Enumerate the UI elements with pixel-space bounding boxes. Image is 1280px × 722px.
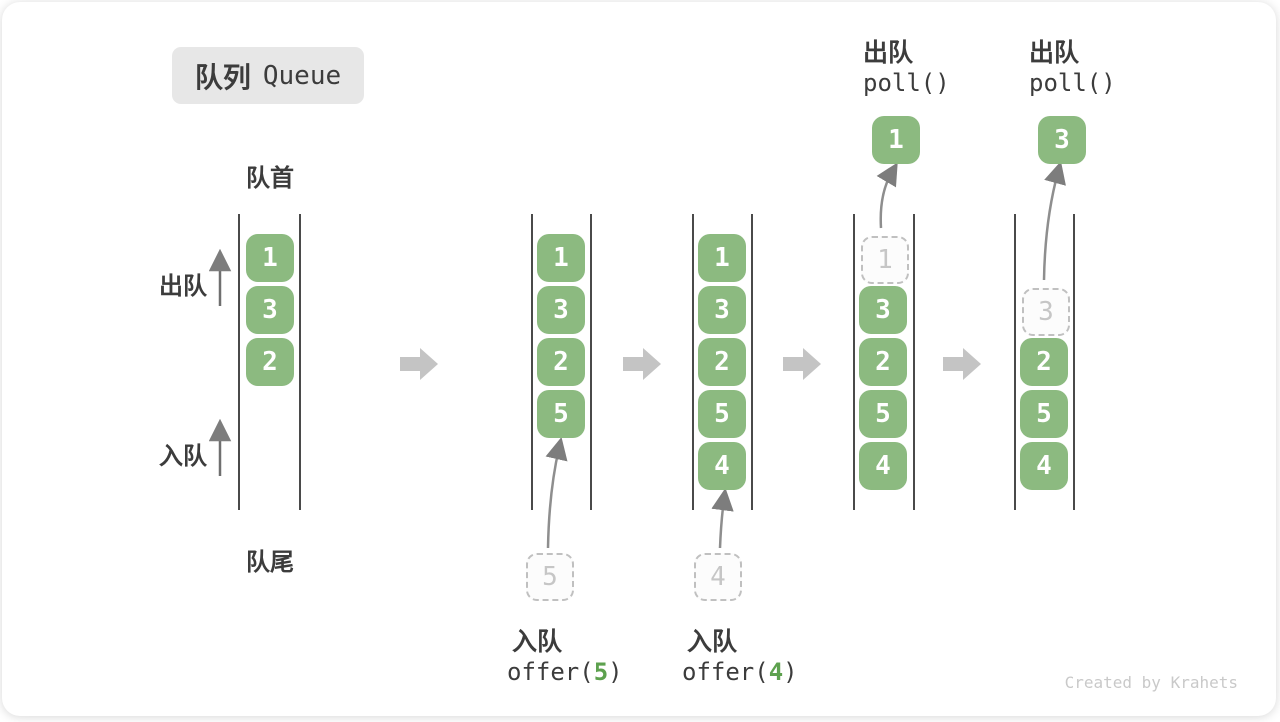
queue-item: 4 (1020, 442, 1068, 490)
queue-item: 3 (698, 286, 746, 334)
enqueue4-code: offer(4) (682, 658, 798, 686)
title-badge: 队列 Queue (172, 47, 364, 104)
poll2-code: poll() (1029, 69, 1116, 97)
enqueue5-label: 入队 (512, 628, 563, 656)
queue-item: 2 (537, 338, 585, 386)
queue-item: 2 (246, 338, 294, 386)
enqueue5-arg: 5 (593, 658, 609, 686)
queue-item: 2 (859, 338, 907, 386)
queue-item: 4 (698, 442, 746, 490)
polled-item-ghost: 1 (861, 236, 909, 284)
queue-item: 3 (537, 286, 585, 334)
queue-item: 5 (537, 390, 585, 438)
queue-item: 5 (1020, 390, 1068, 438)
enqueue5-code: offer(5) (507, 658, 623, 686)
poll2-label: 出队 (1029, 39, 1080, 67)
title-en: Queue (262, 60, 342, 91)
queue-item: 2 (698, 338, 746, 386)
queue-item: 2 (1020, 338, 1068, 386)
popped-item: 3 (1038, 116, 1086, 164)
queue-item: 4 (859, 442, 907, 490)
poll2-arrow-icon (1042, 161, 1066, 281)
queue-rail (853, 214, 855, 510)
queue-item: 1 (698, 234, 746, 282)
queue-rail (913, 214, 915, 510)
poll1-code: poll() (863, 69, 950, 97)
polled-item-ghost: 3 (1022, 288, 1070, 336)
enqueue4-arrow-icon (711, 487, 734, 549)
queue-rail (1014, 214, 1016, 510)
queue-item: 1 (537, 234, 585, 282)
state-transition-arrow-icon (943, 348, 981, 380)
queue-rail (692, 214, 694, 510)
watermark-credit: Created by Krahets (1064, 673, 1238, 692)
queue-rail (751, 214, 753, 510)
enqueue4-label: 入队 (687, 628, 738, 656)
queue-item: 5 (698, 390, 746, 438)
queue-rail (1073, 214, 1075, 510)
enqueue5-arrow-icon (545, 437, 568, 549)
queue-item: 3 (246, 286, 294, 334)
queue-item: 3 (859, 286, 907, 334)
state-transition-arrow-icon (783, 348, 821, 380)
label-queue-front: 队首 (246, 165, 294, 192)
poll1-label: 出队 (863, 39, 914, 67)
title-cjk: 队列 (194, 61, 251, 93)
label-dequeue-side: 出队 (159, 273, 207, 300)
queue-rail (531, 214, 533, 510)
label-queue-rear: 队尾 (246, 549, 294, 576)
pending-item-ghost: 5 (526, 553, 574, 601)
queue-item: 1 (246, 234, 294, 282)
queue-rail (238, 214, 240, 510)
queue-rail (299, 214, 301, 510)
queue-rail (590, 214, 592, 510)
queue-item: 5 (859, 390, 907, 438)
enqueue4-arg: 4 (768, 658, 784, 686)
pending-item-ghost: 4 (694, 553, 742, 601)
popped-item: 1 (872, 116, 920, 164)
state-transition-arrow-icon (400, 348, 438, 380)
state-transition-arrow-icon (623, 348, 661, 380)
label-enqueue-side: 入队 (159, 443, 207, 470)
poll1-arrow-icon (876, 162, 898, 229)
